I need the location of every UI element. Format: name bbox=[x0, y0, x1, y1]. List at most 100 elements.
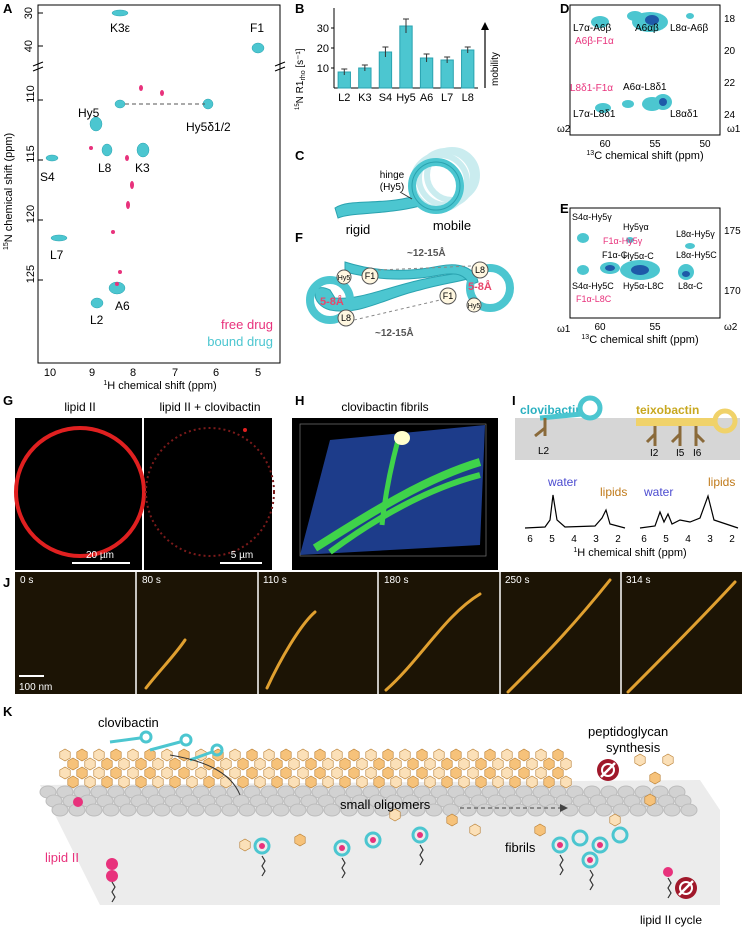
pg-hexagon bbox=[84, 757, 96, 771]
panel-c-label: C bbox=[295, 148, 305, 163]
peak-hy5 bbox=[89, 116, 103, 132]
pg-hexagon bbox=[169, 775, 181, 789]
pg-hexagon bbox=[373, 757, 385, 771]
lipid-head bbox=[51, 803, 69, 817]
membrane-oligomers bbox=[253, 826, 629, 869]
panel-a-label: A bbox=[3, 1, 13, 16]
pg-hexagon bbox=[389, 808, 401, 822]
x-axis-ticks: 10 9 8 7 6 5 bbox=[44, 367, 261, 379]
tick-label: 10 bbox=[44, 367, 56, 379]
lipid-head bbox=[357, 803, 375, 817]
pg-hexagon bbox=[348, 748, 360, 762]
lipid-head bbox=[561, 803, 579, 817]
pg-hexagon bbox=[297, 766, 309, 780]
rigid-label: rigid bbox=[346, 222, 371, 237]
x-tick-label: A6 bbox=[420, 92, 433, 104]
pg-hexagon bbox=[399, 748, 411, 762]
peak-label-red: F1α-Hy5γ bbox=[603, 236, 643, 246]
i-xlabel: 1H chemical shift (ppm) bbox=[573, 547, 686, 559]
pg-hexagon bbox=[390, 775, 402, 789]
svg-text:4: 4 bbox=[571, 534, 577, 545]
pg-hexagon bbox=[450, 766, 462, 780]
axis-break-left bbox=[32, 61, 44, 67]
pg-hexagon bbox=[127, 766, 139, 780]
pg-hexagon bbox=[339, 757, 351, 771]
dist-short-right: 5-8Å bbox=[468, 280, 492, 293]
peak-label: A6αβ bbox=[635, 23, 659, 34]
panel-h-label: H bbox=[295, 393, 304, 408]
lipid-head bbox=[153, 803, 171, 817]
pg-hexagon bbox=[161, 766, 173, 780]
svg-text:55: 55 bbox=[649, 322, 661, 333]
svg-text:2: 2 bbox=[729, 534, 735, 545]
x-tick-label: L2 bbox=[338, 92, 350, 104]
pg-hexagon bbox=[280, 766, 292, 780]
lipid-head bbox=[442, 803, 460, 817]
y-axis-ticks: 110 115 120 125 bbox=[25, 85, 43, 283]
pg-hexagon bbox=[634, 753, 646, 767]
peak-label: Hy5δ1/2 bbox=[186, 120, 231, 134]
peak-label: Hy5γα bbox=[623, 222, 649, 232]
svg-text:20: 20 bbox=[724, 46, 736, 57]
fibril-2 bbox=[328, 472, 481, 555]
lipid2-anchors bbox=[73, 797, 673, 882]
pg-hexagon bbox=[356, 757, 368, 771]
pg-hexagon bbox=[365, 748, 377, 762]
peak-label: L2 bbox=[90, 313, 104, 327]
mobile-ring-ghosts bbox=[410, 147, 480, 212]
peak-label: L8 bbox=[98, 161, 112, 175]
peak-l7 bbox=[50, 234, 68, 242]
bar bbox=[440, 59, 454, 89]
k-small-oligomers: small oligomers bbox=[340, 797, 431, 812]
peak-label: L8αδ1 bbox=[670, 109, 698, 120]
panel-d-labels: L7α-A6β A6αβ L8α-A6β L7α-L8δ1 A6α-L8δ1 L… bbox=[570, 23, 708, 120]
panel-g-label: G bbox=[3, 393, 13, 408]
svg-text:Hy5: Hy5 bbox=[338, 275, 351, 282]
pg-hexagon bbox=[399, 766, 411, 780]
panel-j-label: J bbox=[3, 575, 10, 590]
g-right-title: lipid II + clovibactin bbox=[159, 400, 260, 414]
pg-hexagon bbox=[535, 748, 547, 762]
pg-hexagon bbox=[101, 757, 113, 771]
pg-hexagon bbox=[152, 775, 164, 789]
teixo-body bbox=[636, 418, 716, 426]
svg-text:4: 4 bbox=[685, 534, 691, 545]
x-tick-label: L8 bbox=[462, 92, 474, 104]
k-lipid2cycle-label: lipid II cycle bbox=[640, 913, 702, 927]
omega2: ω2 bbox=[557, 124, 571, 135]
panel-d-frame bbox=[569, 4, 721, 136]
pg-hexagon bbox=[609, 813, 621, 827]
peak-label: L8α-Hy5γ bbox=[676, 229, 715, 239]
lipid-head bbox=[646, 803, 664, 817]
pg-hexagon bbox=[186, 775, 198, 789]
tick-label: 7 bbox=[172, 367, 178, 379]
pg-hexagon bbox=[501, 748, 513, 762]
pg-hexagon bbox=[475, 775, 487, 789]
j-fibrils bbox=[144, 578, 737, 694]
water-label-right: water bbox=[643, 485, 673, 499]
lipid-head bbox=[476, 803, 494, 817]
peak-label: L8α-C bbox=[678, 281, 703, 291]
pg-hexagon bbox=[390, 757, 402, 771]
clovibactin-molecules bbox=[109, 730, 224, 762]
pg-hexagon bbox=[365, 766, 377, 780]
panel-e: E S4α-Hy5γ Hy5γα L8α-Hy5γ F1α-C Hy5α-C L… bbox=[557, 201, 741, 346]
x-axis-label: 1H chemical shift (ppm) bbox=[103, 380, 216, 392]
peak-hy5-2 bbox=[114, 99, 126, 109]
pg-hexagon bbox=[424, 757, 436, 771]
panel-d-peaks bbox=[591, 11, 694, 113]
pg-hexagon bbox=[441, 775, 453, 789]
g-left-image bbox=[15, 418, 142, 570]
lipid-head bbox=[459, 803, 477, 817]
pg-hexagon bbox=[135, 775, 147, 789]
pg-hexagon bbox=[271, 757, 283, 771]
pg-hexagon bbox=[322, 757, 334, 771]
pg-hexagon bbox=[373, 775, 385, 789]
vesicle-right bbox=[145, 427, 275, 557]
lipid-head bbox=[187, 803, 205, 817]
lipid-head bbox=[527, 803, 545, 817]
panel-k: K clovibactin small oligomers peptidogly… bbox=[3, 704, 720, 927]
pg-hexagon bbox=[424, 775, 436, 789]
k-lipid2-label: lipid II bbox=[45, 850, 79, 865]
